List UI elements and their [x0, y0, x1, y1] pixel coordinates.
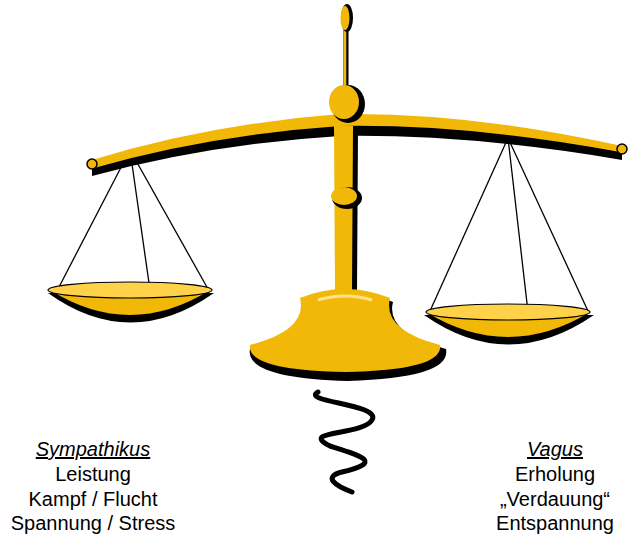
post-knot	[331, 187, 357, 205]
base	[250, 289, 447, 381]
post-knot-shadow	[332, 187, 362, 209]
column-item: „Verdauung“	[500, 487, 610, 511]
column-heading: Vagus	[527, 437, 583, 461]
string	[430, 138, 508, 311]
column-item: Spannung / Stress	[11, 511, 176, 535]
finial-stem	[344, 28, 347, 90]
column-item: Erholung	[515, 462, 595, 486]
pan-rim	[426, 304, 590, 320]
column-item: Entspannung	[496, 511, 614, 535]
column-item: Leistung	[55, 462, 131, 486]
column-item: Kampf / Flucht	[29, 487, 158, 511]
left-pan	[48, 282, 214, 323]
string	[508, 138, 588, 311]
string	[130, 150, 150, 290]
post	[329, 85, 365, 292]
string	[130, 150, 208, 289]
beam-tip	[87, 159, 97, 169]
pan-rim	[48, 282, 212, 298]
finial-knob	[341, 6, 350, 30]
column-heading: Sympathikus	[36, 437, 151, 461]
base-highlight	[318, 296, 372, 300]
post-head	[329, 85, 359, 119]
swirl	[315, 392, 372, 492]
finial-stem	[344, 28, 349, 90]
string	[508, 138, 528, 312]
right-pan	[424, 304, 594, 345]
base-bell	[250, 289, 440, 372]
finial	[341, 4, 354, 90]
beam-tip	[617, 144, 627, 154]
finial-knob	[341, 4, 353, 32]
